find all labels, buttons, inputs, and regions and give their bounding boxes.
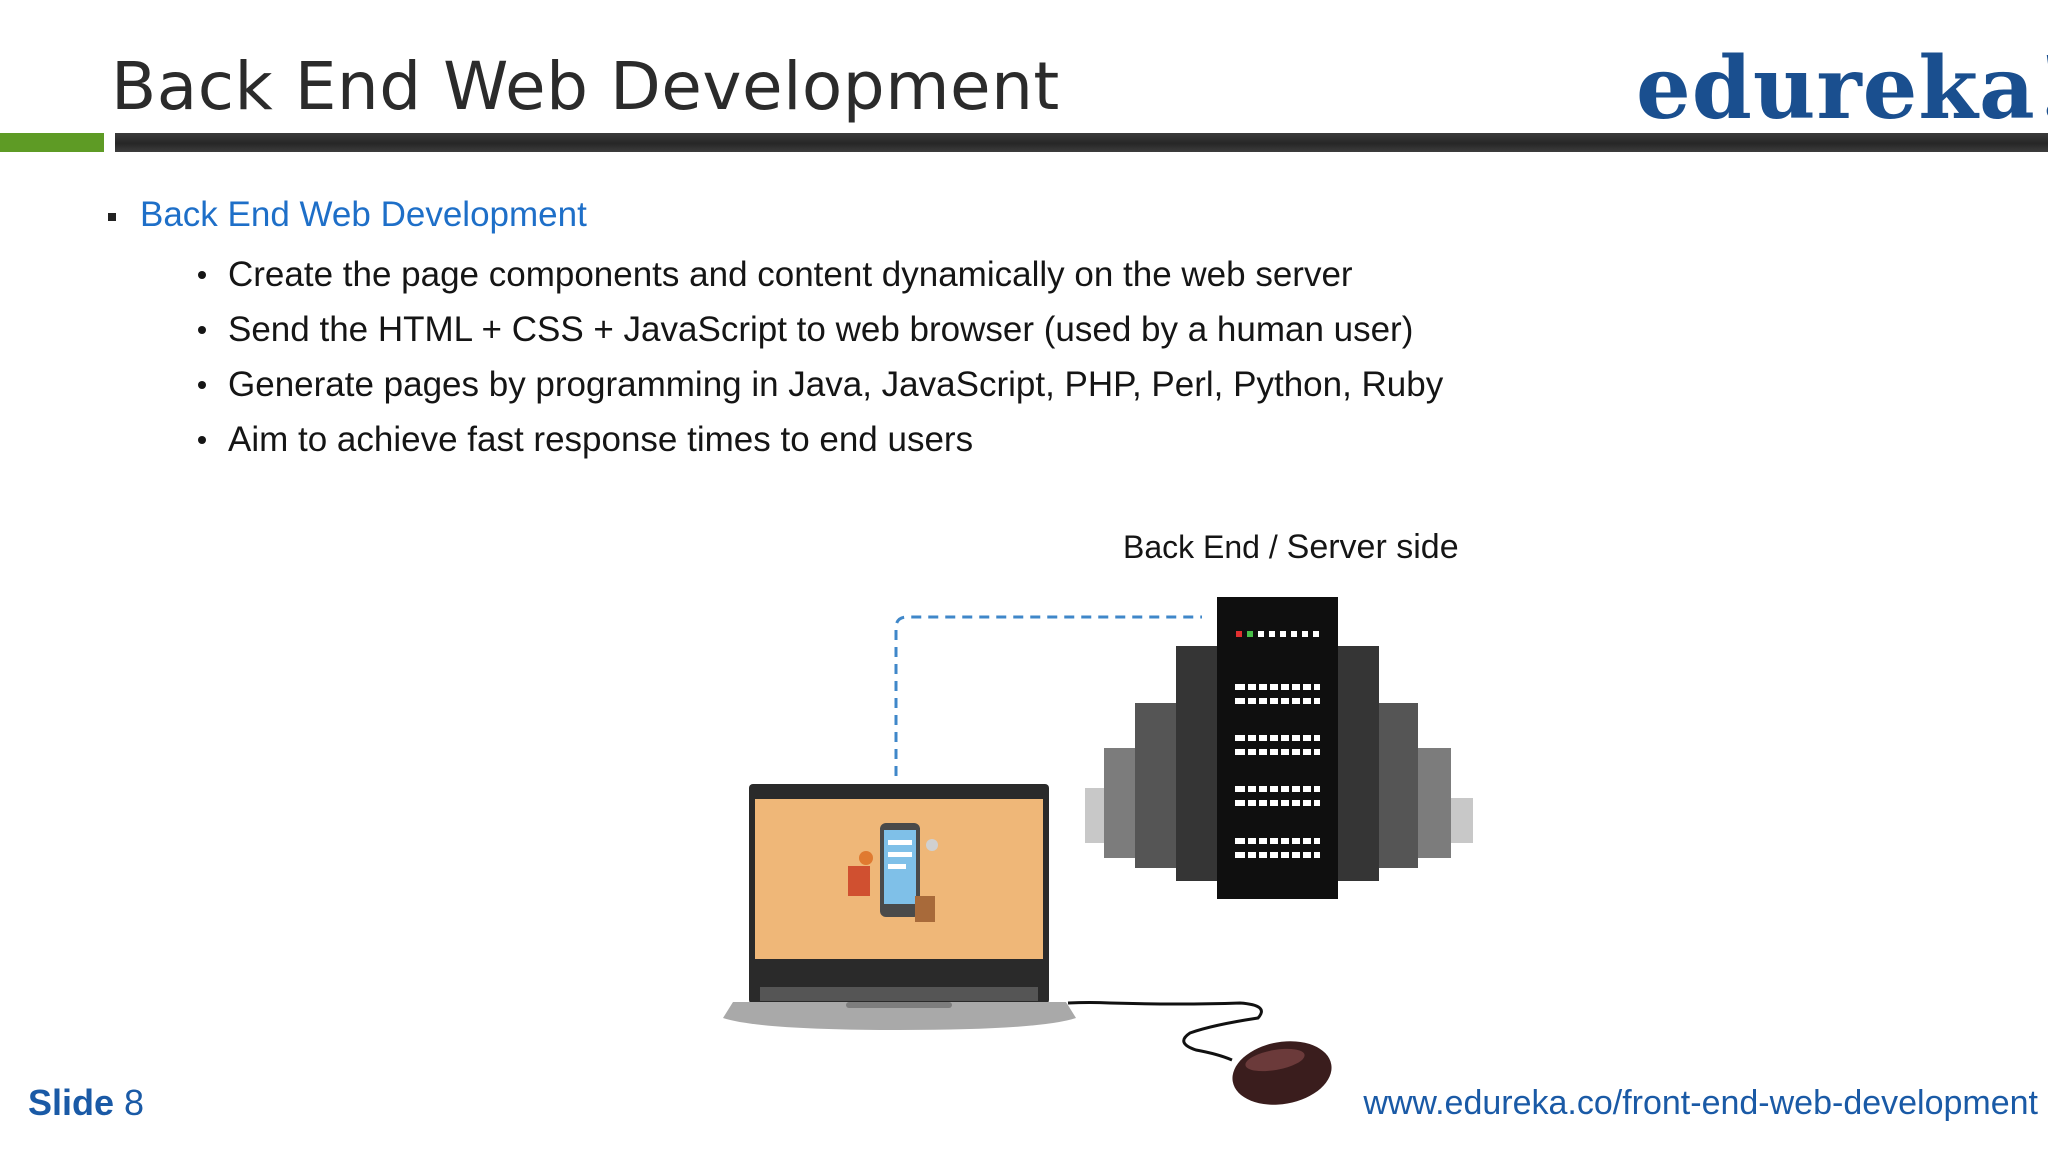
main-bullet-text: Back End Web Development xyxy=(140,195,587,234)
title-accent-bar xyxy=(0,133,104,152)
edureka-logo: edureka! xyxy=(1636,38,2048,139)
slide-number: Slide 8 xyxy=(28,1082,144,1124)
bullet-dot-icon xyxy=(198,435,206,444)
list-item: Create the page components and content d… xyxy=(198,247,1443,302)
mouse-cable xyxy=(1067,1001,1263,1062)
slide-title: Back End Web Development xyxy=(111,48,1060,125)
laptop-icon xyxy=(723,784,1076,1030)
list-item: Send the HTML + CSS + JavaScript to web … xyxy=(198,302,1443,357)
list-item-text: Send the HTML + CSS + JavaScript to web … xyxy=(228,309,1414,349)
sub-bullet-list: Create the page components and content d… xyxy=(198,247,1443,467)
list-item-text: Generate pages by programming in Java, J… xyxy=(228,364,1444,404)
back-end-label: Back End / xyxy=(1123,529,1287,565)
server-side-label: Back End / Server side xyxy=(1123,528,1459,567)
footer-url: www.edureka.co/front-end-web-development xyxy=(1363,1084,2038,1122)
list-item: Generate pages by programming in Java, J… xyxy=(198,357,1443,412)
server-icon xyxy=(1085,597,1473,899)
bullet-dot-icon xyxy=(198,325,206,334)
list-item: Aim to achieve fast response times to en… xyxy=(198,412,1443,467)
bullet-dot-icon xyxy=(198,380,206,389)
slide-label: Slide xyxy=(28,1082,115,1123)
list-item-text: Aim to achieve fast response times to en… xyxy=(228,419,974,459)
list-item-text: Create the page components and content d… xyxy=(228,254,1353,294)
square-bullet-icon xyxy=(108,213,116,221)
title-divider-bar xyxy=(115,133,2048,152)
connection-line xyxy=(894,615,1202,776)
main-bullet: Back End Web Development xyxy=(108,195,587,235)
slide-number-value: 8 xyxy=(124,1082,145,1123)
server-side-text: Server side xyxy=(1286,528,1459,566)
bullet-dot-icon xyxy=(198,270,206,279)
mouse-icon xyxy=(1232,1041,1332,1105)
